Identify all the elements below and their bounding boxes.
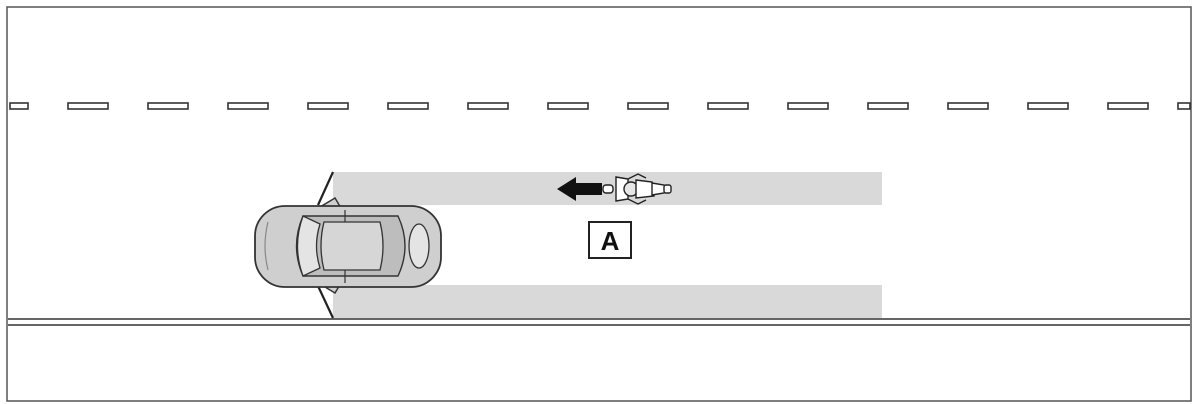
sensor-boundary-lines [316,171,335,319]
callout-label-a: A [588,221,632,259]
arrow-left-icon [557,177,602,201]
detection-zone-lower [333,285,882,318]
dashed-lane-line [9,102,1191,110]
car-top-view-icon [254,196,442,295]
callout-label-a-text: A [601,226,620,256]
motorcycle-icon [602,173,672,205]
road-edge-line [8,318,1190,326]
